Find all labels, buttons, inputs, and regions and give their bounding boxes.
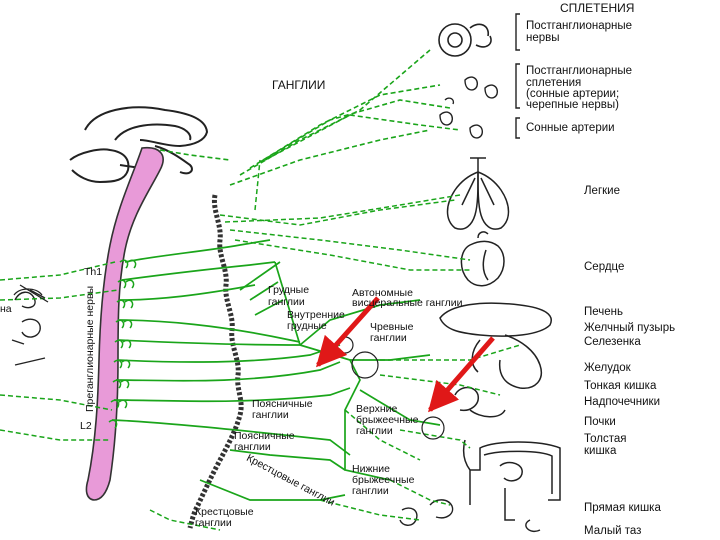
label-inferior-mesenteric-3: ганглии: [352, 485, 389, 497]
label-internal-thoracic-1: Внутренние: [287, 309, 345, 321]
label-thoracic-ganglia-1: Грудные: [268, 284, 310, 296]
label-postganglionic-nerves-2: нервы: [526, 32, 560, 44]
label-small-intestine: Тонкая кишка: [584, 380, 657, 392]
label-l2: L2: [80, 420, 92, 432]
brain-outline: [69, 106, 209, 184]
label-adrenals: Надпочечники: [584, 396, 661, 408]
label-th1: Th1: [84, 266, 103, 278]
sympathetic-chain: [187, 194, 244, 529]
lungs-organ: [446, 157, 510, 230]
bone-fragments: [11, 289, 46, 366]
label-celiac-ganglia-1: Чревные: [370, 321, 414, 333]
plexuses-header: СПЛЕТЕНИЯ: [560, 1, 635, 15]
cranial-nerve-lines: [159, 49, 461, 186]
glands-organs: [439, 76, 499, 139]
label-preganglionic-nerves: Преганглионарные нервы: [84, 285, 96, 412]
label-inferior-mesenteric-2: брыжеечные: [352, 474, 415, 486]
label-thoracic-ganglia-2: ганглии: [268, 296, 305, 308]
arrow-to-celiac-ganglia: [315, 296, 380, 368]
label-kidneys: Почки: [584, 416, 616, 428]
label-celiac-ganglia-2: ганглии: [370, 332, 407, 344]
label-postganglionic-plexuses-2: сплетения: [526, 77, 582, 89]
label-colon-2: кишка: [584, 445, 617, 457]
label-autonomic-visceral-1: Автономные: [352, 287, 413, 299]
label-lungs: Легкие: [584, 185, 620, 197]
intestines-organ: [454, 386, 561, 521]
label-superior-mesenteric-2: брыжеечные: [356, 414, 419, 426]
label-superior-mesenteric-3: ганглии: [356, 425, 393, 437]
label-superior-mesenteric-1: Верхние: [356, 403, 398, 415]
label-brackets: [515, 13, 520, 139]
label-postganglionic-nerves-1: Постганглионарные: [526, 20, 632, 32]
label-carotid-arteries: Сонные артерии: [526, 122, 615, 134]
postganglionic-dashed-lines: [0, 159, 521, 531]
label-lumbar-ganglia-1b: ганглии: [252, 409, 289, 421]
label-postganglionic-plexuses-3: (сонные артерии;: [526, 88, 620, 100]
label-lumbar-ganglia-2b: ганглии: [234, 441, 271, 453]
label-sacral-ganglia-2: ганглии: [195, 517, 232, 529]
spinal-cord: [85, 146, 164, 501]
label-postganglionic-plexuses-1: Постганглионарные: [526, 65, 632, 77]
spinal-segments: [108, 259, 137, 429]
liver-stomach-organ: [439, 302, 552, 389]
arrow-to-superior-mesenteric-ganglia: [428, 336, 495, 413]
label-sacral-ganglia-1: Крестцовые: [195, 506, 254, 518]
label-heart: Сердце: [584, 261, 625, 273]
peripheral-vessel-icon: [13, 284, 49, 303]
label-stomach: Желудок: [584, 362, 631, 374]
label-pelvis: Малый таз: [584, 525, 642, 537]
label-lumbar-ganglia-1a: Поясничные: [252, 398, 313, 410]
ganglia-header: ГАНГЛИИ: [272, 78, 326, 92]
preganglionic-nerve-lines: [111, 239, 441, 501]
label-lumbar-ganglia-2a: Поясничные: [234, 430, 295, 442]
label-inferior-mesenteric-1: Нижние: [352, 463, 390, 475]
label-spleen: Селезенка: [584, 336, 641, 348]
left-edge-fragment: на: [0, 303, 12, 315]
label-postganglionic-plexuses-4: черепные нервы): [526, 99, 619, 111]
label-rectum: Прямая кишка: [584, 502, 661, 514]
label-colon-1: Толстая: [584, 433, 627, 445]
heart-organ: [460, 231, 505, 287]
label-internal-thoracic-2: грудные: [287, 320, 327, 332]
eye-organ: [438, 23, 492, 57]
label-autonomic-visceral-2: висцеральные ганглии: [352, 297, 463, 309]
label-liver: Печень: [584, 306, 624, 318]
label-gallbladder: Желчный пузырь: [584, 322, 676, 334]
